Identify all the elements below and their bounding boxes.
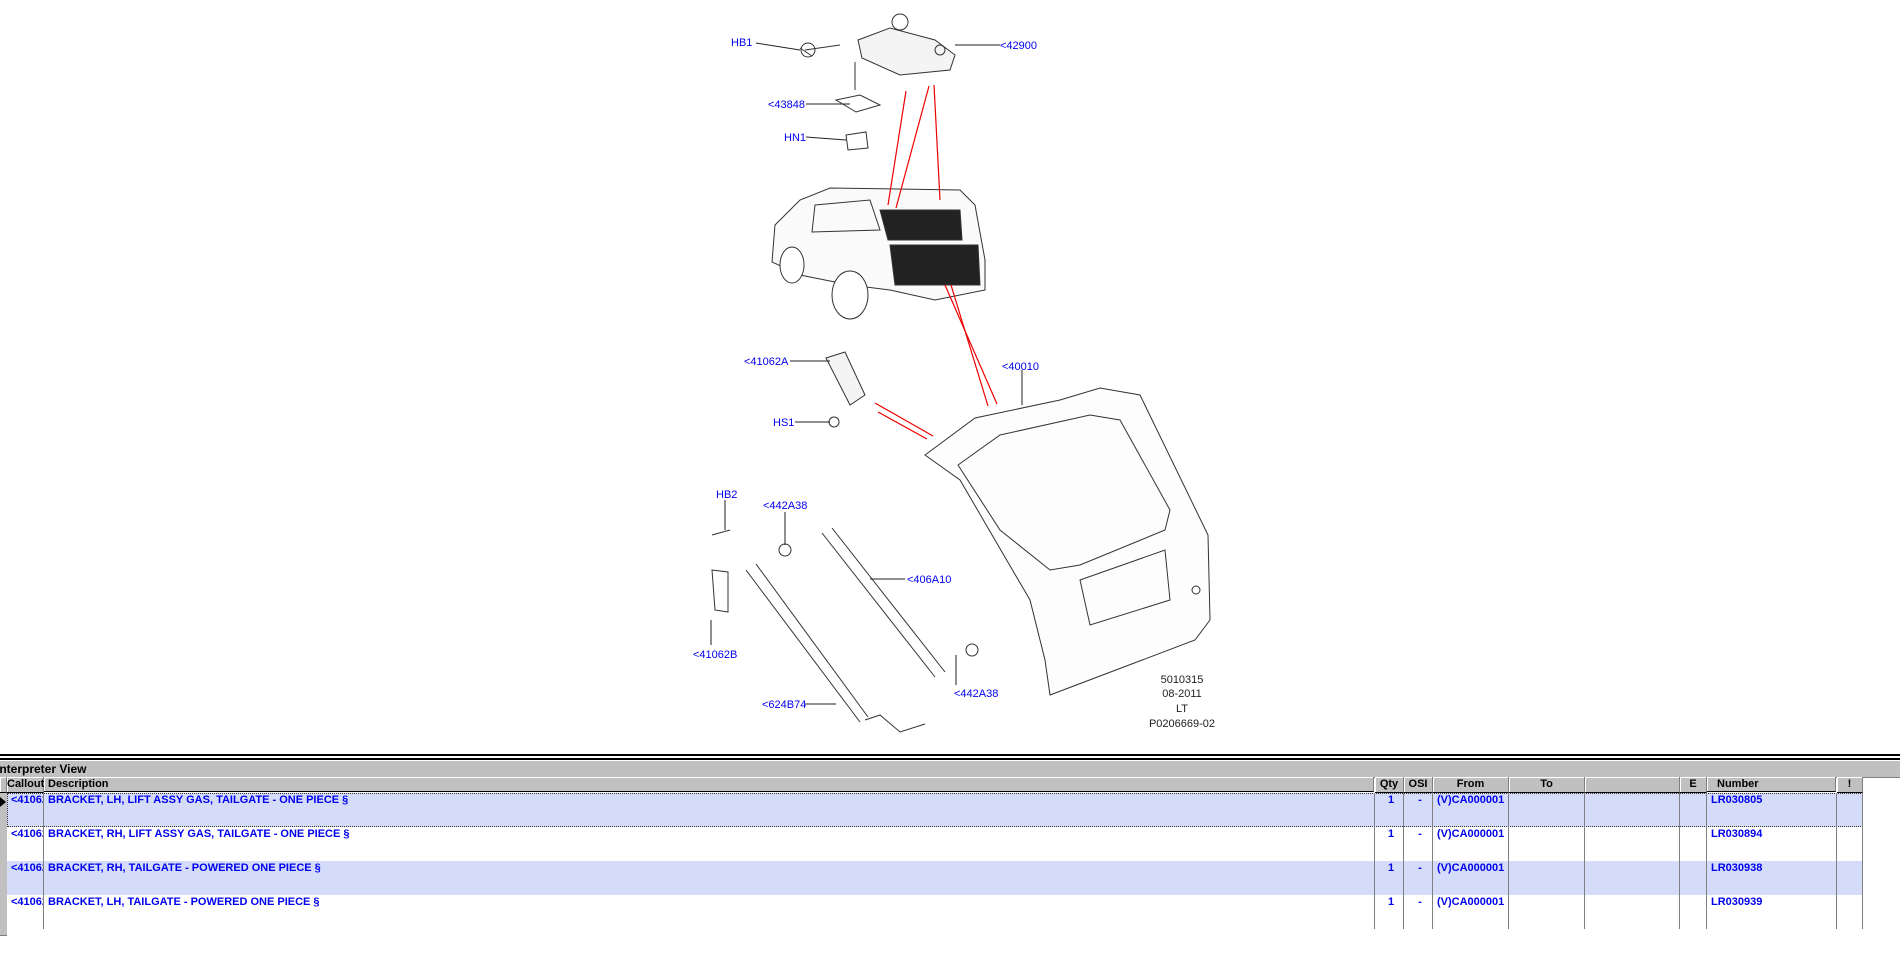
callout-442a38-top[interactable]: <442A38 (763, 500, 807, 512)
cell-number[interactable]: LR030938 (1707, 861, 1837, 895)
cell-osi[interactable]: - (1404, 793, 1433, 827)
cell-e[interactable] (1680, 827, 1707, 861)
cell-flag[interactable] (1837, 827, 1863, 861)
callout-442a38-bottom[interactable]: <442A38 (954, 688, 998, 700)
callout-hn1[interactable]: HN1 (784, 132, 806, 144)
callout-42900[interactable]: <42900 (1000, 40, 1037, 52)
cell-qty[interactable]: 1 (1375, 827, 1404, 861)
callout-hs1[interactable]: HS1 (773, 417, 794, 429)
gas-strut-parts (711, 527, 979, 733)
callout-40010[interactable]: <40010 (1002, 361, 1039, 373)
column-header-from[interactable]: From (1433, 777, 1509, 793)
cell-number[interactable]: LR030805 (1707, 793, 1837, 827)
panel-title: Interpreter View (0, 762, 87, 776)
cell-number[interactable]: LR030939 (1707, 895, 1837, 929)
table-row[interactable]: <41062BBRACKET, RH, TAILGATE - POWERED O… (7, 861, 1863, 895)
callout-41062b[interactable]: <41062B (693, 649, 737, 661)
cell-callout[interactable]: <41062B (7, 861, 44, 895)
cell-qty[interactable]: 1 (1375, 895, 1404, 929)
callout-624b74[interactable]: <624B74 (762, 699, 806, 711)
cell-blank[interactable] (1585, 895, 1680, 929)
cell-description[interactable]: BRACKET, RH, LIFT ASSY GAS, TAILGATE - O… (44, 827, 1375, 861)
table-row[interactable]: <41062BBRACKET, LH, TAILGATE - POWERED O… (7, 895, 1863, 929)
cell-to[interactable] (1509, 895, 1585, 929)
column-header-e[interactable]: E (1680, 777, 1707, 793)
cell-qty[interactable]: 1 (1375, 793, 1404, 827)
cell-e[interactable] (1680, 793, 1707, 827)
illustration-number: P0206669-02 (1149, 718, 1215, 730)
cell-flag[interactable] (1837, 895, 1863, 929)
callout-leader-lines (874, 84, 998, 440)
cell-qty[interactable]: 1 (1375, 861, 1404, 895)
column-header-osi[interactable]: OSI (1404, 777, 1433, 793)
cell-e[interactable] (1680, 861, 1707, 895)
cell-callout[interactable]: <41062B (7, 827, 44, 861)
column-header-number[interactable]: Number (1707, 777, 1836, 792)
cell-description[interactable]: BRACKET, LH, TAILGATE - POWERED ONE PIEC… (44, 895, 1375, 929)
column-header-description[interactable]: Description (44, 777, 1374, 792)
parts-table: Callout Description Qty OSI From To E Nu… (0, 777, 1900, 979)
column-header-to[interactable]: To (1509, 777, 1585, 793)
callout-41062a[interactable]: <41062A (744, 356, 789, 368)
column-header-flag[interactable]: ! (1837, 777, 1863, 793)
cell-from[interactable]: (V)CA000001 (1433, 827, 1509, 861)
column-header-qty[interactable]: Qty (1375, 777, 1404, 793)
table-row[interactable]: <41062BBRACKET, LH, LIFT ASSY GAS, TAILG… (7, 793, 1863, 827)
column-header-callout[interactable]: Callout (7, 777, 44, 793)
cell-callout[interactable]: <41062B (7, 793, 44, 827)
cell-osi[interactable]: - (1404, 861, 1433, 895)
vehicle-illustration (771, 187, 986, 320)
callout-406a10[interactable]: <406A10 (907, 574, 951, 586)
cell-blank[interactable] (1585, 861, 1680, 895)
column-header-blank[interactable] (1585, 777, 1680, 793)
cell-flag[interactable] (1837, 861, 1863, 895)
cell-from[interactable]: (V)CA000001 (1433, 793, 1509, 827)
cell-e[interactable] (1680, 895, 1707, 929)
cell-number[interactable]: LR030894 (1707, 827, 1837, 861)
splitter-line[interactable] (0, 758, 1900, 760)
cell-description[interactable]: BRACKET, RH, TAILGATE - POWERED ONE PIEC… (44, 861, 1375, 895)
table-row[interactable]: <41062BBRACKET, RH, LIFT ASSY GAS, TAILG… (7, 827, 1863, 861)
panel-title-bar: Interpreter View (0, 760, 1900, 778)
cell-to[interactable] (1509, 827, 1585, 861)
callout-hb2[interactable]: HB2 (716, 489, 737, 501)
callout-hb1[interactable]: HB1 (731, 37, 752, 49)
cell-blank[interactable] (1585, 827, 1680, 861)
current-row-arrow-icon (0, 797, 6, 807)
cell-osi[interactable]: - (1404, 827, 1433, 861)
callout-43848[interactable]: <43848 (768, 99, 805, 111)
cell-from[interactable]: (V)CA000001 (1433, 861, 1509, 895)
cell-flag[interactable] (1837, 793, 1863, 827)
hinge-part (799, 13, 956, 151)
cell-to[interactable] (1509, 793, 1585, 827)
row-selector-header[interactable] (0, 777, 7, 793)
parts-diagram: HB1 <42900 <43848 HN1 <41062A <40010 HS1… (693, 13, 1215, 733)
cell-callout[interactable]: <41062B (7, 895, 44, 929)
reference-date: 08-2011 (1162, 688, 1202, 700)
cell-from[interactable]: (V)CA000001 (1433, 895, 1509, 929)
row-selector[interactable] (0, 895, 7, 936)
bracket-41062a (825, 351, 866, 406)
reference-side: LT (1176, 703, 1188, 715)
tailgate-part (924, 387, 1211, 696)
cell-osi[interactable]: - (1404, 895, 1433, 929)
reference-code: 5010315 (1161, 674, 1204, 686)
splitter-line[interactable] (0, 754, 1900, 756)
cell-description[interactable]: BRACKET, LH, LIFT ASSY GAS, TAILGATE - O… (44, 793, 1375, 827)
cell-to[interactable] (1509, 861, 1585, 895)
cell-blank[interactable] (1585, 793, 1680, 827)
